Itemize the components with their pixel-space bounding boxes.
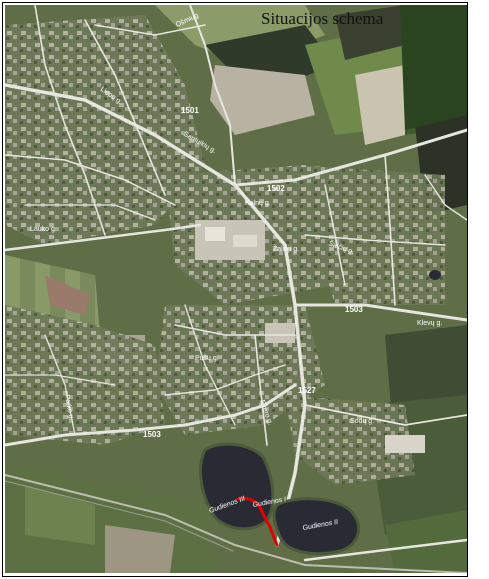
forest [400,5,467,130]
residential-areas [5,15,445,485]
lake-gudienos-2 [272,497,361,556]
road-number-label: 1502 [267,184,285,193]
town-center [195,220,425,453]
satellite-map[interactable]: 1501 1502 1503 1527 1503 Ošmiug Santuiki… [5,5,467,573]
street-label: Lauko g. [30,226,57,233]
road-network [5,5,467,573]
road-number-label: 1527 [298,386,316,395]
street-label: Klevų g. [417,320,442,327]
street-label: Sodų g. [350,418,374,425]
road-number-label: 1503 [143,430,161,439]
road-number-label: 1503 [345,305,363,314]
road-number-label: 1501 [181,106,199,115]
street-label: Žalioji g. [273,244,299,253]
road-number-labels: 1501 1502 1503 1527 1503 [143,106,363,439]
street-label: Parko g. [63,394,74,421]
street-label: Pušų g. [195,355,219,362]
pond [429,270,441,280]
street-label: Kalnų g. [245,200,271,207]
project-route[interactable] [236,496,279,547]
map-frame: 1501 1502 1503 1527 1503 Ošmiug Santuiki… [2,2,468,577]
map-title: Situacijos schema [261,9,384,28]
